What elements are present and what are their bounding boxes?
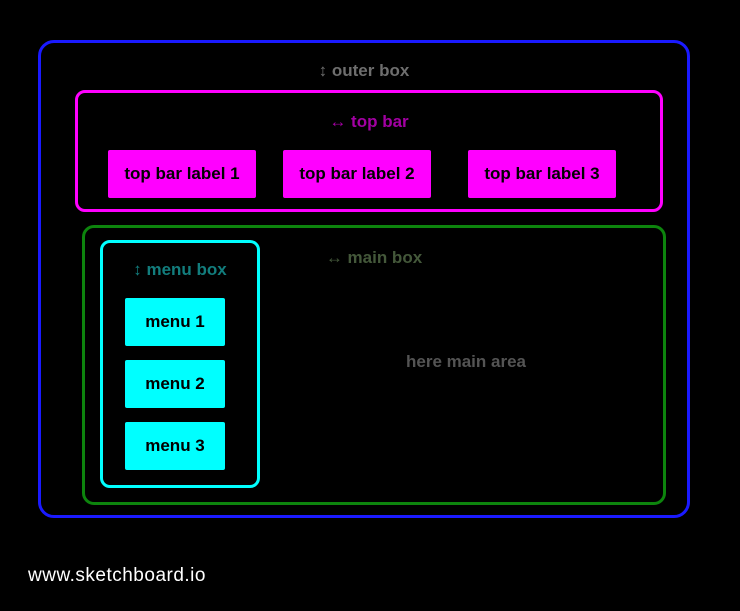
menu-box-shape[interactable] <box>100 240 260 488</box>
top-bar-label: ↔ top bar <box>329 112 409 131</box>
menu-item-1[interactable]: menu 1 <box>125 298 225 346</box>
outer-box-shape[interactable] <box>38 40 690 518</box>
top-bar-shape[interactable] <box>75 90 663 212</box>
menu-item-3[interactable]: menu 3 <box>125 422 225 470</box>
main-area-text: here main area <box>405 352 526 371</box>
menu-box-label: ↕ menu box <box>133 260 227 279</box>
top-bar-item-2[interactable]: top bar label 2 <box>283 150 431 198</box>
sketchboard-watermark: www.sketchboard.io <box>28 565 206 586</box>
top-bar-item-1[interactable]: top bar label 1 <box>108 150 256 198</box>
main-box-shape[interactable] <box>82 225 666 505</box>
main-box-label: ↔ main box <box>325 248 423 267</box>
outer-box-label: ↕ outer box <box>318 61 410 80</box>
top-bar-item-3[interactable]: top bar label 3 <box>468 150 616 198</box>
menu-item-2[interactable]: menu 2 <box>125 360 225 408</box>
